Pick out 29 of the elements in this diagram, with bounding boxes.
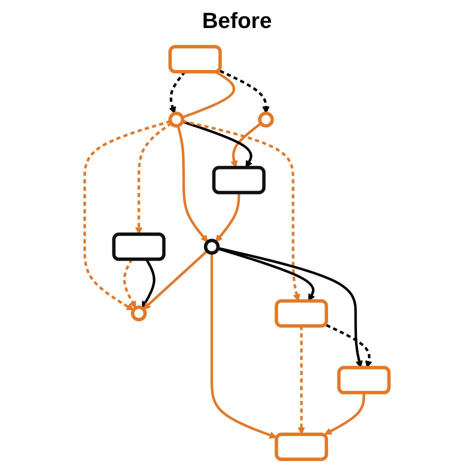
arrow bbox=[298, 326, 306, 435]
node-box bbox=[274, 432, 328, 461]
node-box bbox=[168, 45, 222, 74]
node-box bbox=[112, 232, 166, 261]
arrow bbox=[142, 258, 156, 308]
node-box bbox=[274, 299, 328, 328]
arrow bbox=[182, 120, 300, 302]
arrow bbox=[218, 247, 316, 302]
arrow bbox=[123, 258, 136, 308]
arrow bbox=[210, 253, 277, 439]
arrow bbox=[84, 120, 171, 310]
arrow bbox=[324, 392, 366, 435]
diagram-title: Before bbox=[201, 8, 273, 34]
node-box bbox=[212, 166, 266, 194]
arrow bbox=[135, 122, 172, 235]
node-circle bbox=[131, 306, 147, 322]
arrow bbox=[218, 246, 363, 368]
connector bbox=[182, 70, 236, 119]
arrow bbox=[176, 125, 208, 242]
arrow bbox=[216, 192, 240, 242]
arrow bbox=[326, 324, 372, 368]
node-circle bbox=[258, 112, 274, 128]
node-box bbox=[337, 366, 391, 394]
node-circle bbox=[168, 112, 184, 128]
arrow bbox=[230, 122, 262, 168]
arrow bbox=[182, 120, 253, 168]
arrow bbox=[220, 70, 270, 114]
arrow bbox=[143, 250, 208, 310]
node-circle bbox=[204, 238, 220, 255]
